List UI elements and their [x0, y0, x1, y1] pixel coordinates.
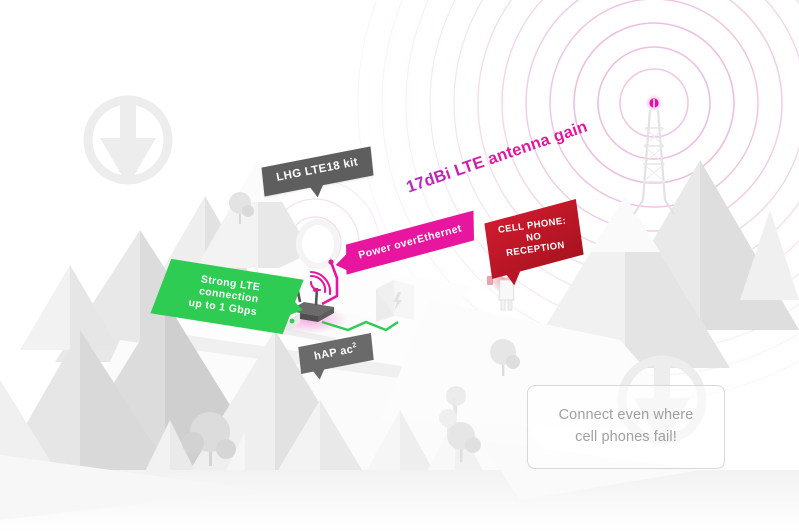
tree-icon [453, 398, 455, 412]
brand-watermark-icon [83, 95, 173, 186]
tree-icon [490, 339, 520, 376]
cell-tower-icon [633, 94, 675, 215]
tagline-box: Connect even where cell phones fail! [527, 385, 725, 469]
tagline-line2: cell phones fail! [575, 429, 677, 445]
tree-icon [447, 422, 481, 462]
label-hap-router-text: hAP ac2 [313, 342, 359, 364]
lightning-bolt-icon [393, 292, 402, 311]
tree-icon [182, 412, 236, 466]
label-hap-router-superscript: 2 [351, 341, 358, 350]
ethernet-cable [321, 320, 399, 332]
callout-tail [335, 252, 349, 275]
foreground-mountains [0, 300, 799, 532]
tree-icon [439, 409, 457, 436]
tree-group [182, 192, 520, 466]
lhg-dish-antenna [296, 219, 340, 306]
tree-icon [446, 386, 466, 416]
tagline-text: Connect even where cell phones fail! [559, 405, 694, 449]
power-source-house [376, 274, 414, 322]
tree-icon [229, 192, 254, 224]
tagline-line1: Connect even where [558, 407, 694, 424]
label-hap-router-name: hAP ac [313, 343, 355, 363]
wifi-signal-icon [309, 270, 332, 296]
